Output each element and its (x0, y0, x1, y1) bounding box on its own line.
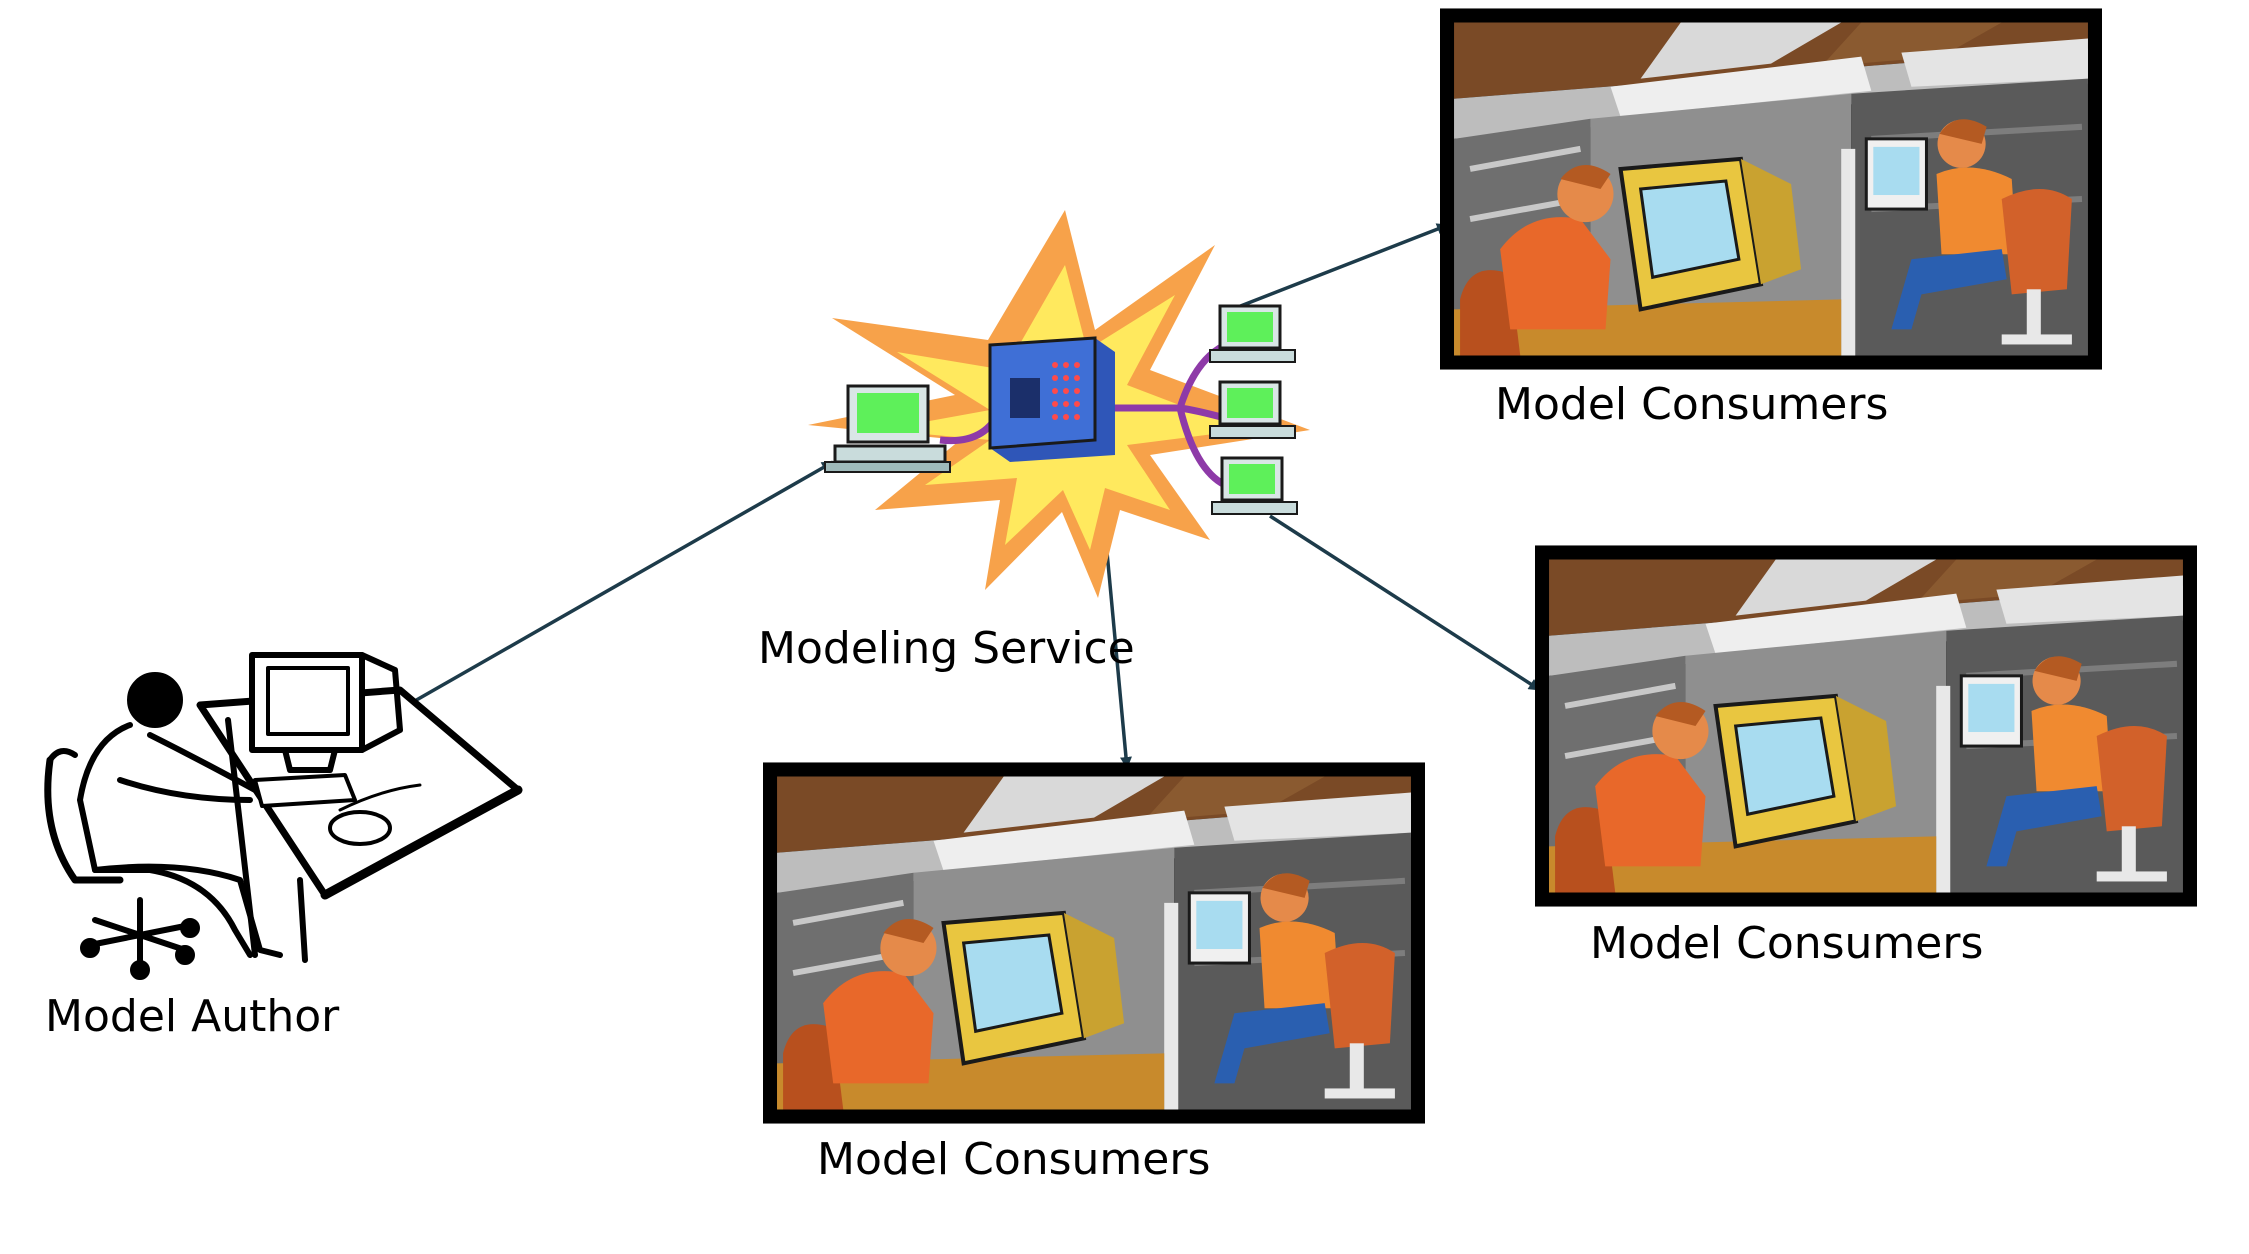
office-workers-icon-right (1535, 545, 2197, 906)
arrow-service-to-consumers-bottom (1105, 551, 1132, 769)
label-model-author: Model Author (45, 991, 340, 1042)
label-model-consumers-top: Model Consumers (1495, 379, 1889, 430)
label-modeling-service: Modeling Service (758, 623, 1135, 674)
arrows (377, 223, 1541, 769)
arrow-service-to-consumers-right (1269, 514, 1541, 692)
office-workers-icon-top (1440, 8, 2102, 369)
label-model-consumers-bottom: Model Consumers (817, 1134, 1211, 1185)
arrow-author-to-service (377, 460, 834, 724)
arrow-service-to-consumers-top (1237, 223, 1449, 309)
person-at-computer-icon (44, 652, 523, 980)
workstation-right-1 (1209, 304, 1296, 363)
workstation-left (824, 384, 951, 473)
workstation-right-2 (1209, 380, 1296, 439)
label-model-consumers-right: Model Consumers (1590, 918, 1984, 969)
office-workers-icon-bottom (763, 762, 1425, 1123)
workstation-right-3 (1211, 456, 1298, 515)
server-network-icon (808, 210, 1310, 598)
